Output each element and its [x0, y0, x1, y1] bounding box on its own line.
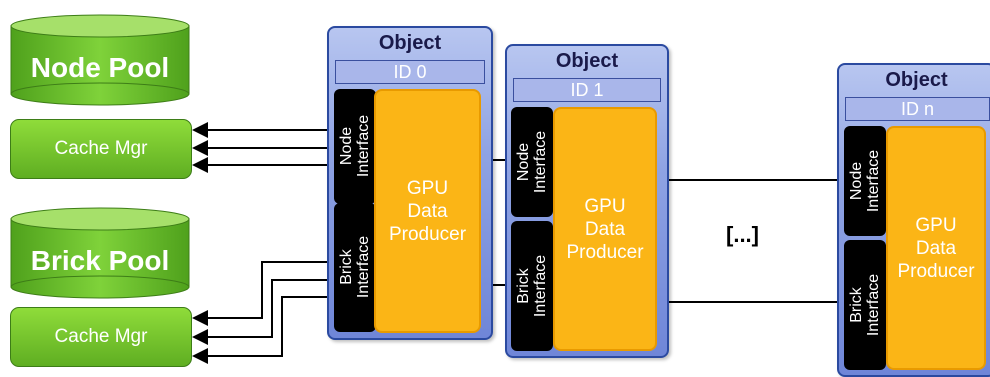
object-0-id: ID 0	[335, 60, 485, 84]
object-1-gpu-data-producer: GPU Data Producer	[553, 107, 657, 351]
brick-cache-manager: Cache Mgr	[10, 307, 192, 367]
object-1-node-interface: Node Interface	[511, 107, 553, 217]
brick-interface-label: Brick Interface	[338, 235, 372, 299]
cylinder-icon	[10, 14, 190, 106]
object-1-brick-interface: Brick Interface	[511, 221, 553, 351]
node-interface-label: Node Interface	[338, 114, 372, 178]
node-cache-manager: Cache Mgr	[10, 119, 192, 179]
brick-pool: Brick Pool	[10, 207, 190, 299]
object-1: Object ID 1 Node Interface Brick Interfa…	[505, 44, 669, 358]
object-0-title: Object	[378, 32, 442, 54]
node-interface-label: Node Interface	[515, 130, 549, 194]
object-0-brick-interface: Brick Interface	[334, 203, 376, 332]
connection-lines	[192, 122, 842, 364]
object-n-gpu-data-producer: GPU Data Producer	[886, 126, 986, 370]
object-1-id: ID 1	[513, 78, 661, 102]
object-n-title: Object	[885, 69, 948, 91]
node-pool-label: Node Pool	[30, 52, 170, 83]
object-0: Object ID 0 Node Interface Brick Interfa…	[327, 26, 493, 340]
ellipsis-label: [...]	[726, 222, 759, 247]
brick-interface-label: Brick Interface	[515, 254, 549, 318]
object-n-node-interface: Node Interface	[844, 126, 886, 236]
object-0-node-interface: Node Interface	[334, 89, 376, 204]
brick-pool-label: Brick Pool	[30, 245, 170, 276]
node-interface-label: Node Interface	[848, 149, 882, 213]
object-n: Object ID n Node Interface Brick Interfa…	[837, 63, 990, 377]
brick-interface-label: Brick Interface	[848, 273, 882, 337]
cylinder-icon	[10, 207, 190, 299]
node-pool: Node Pool	[10, 14, 190, 106]
object-n-id: ID n	[845, 97, 990, 121]
object-n-brick-interface: Brick Interface	[844, 240, 886, 370]
object-0-gpu-data-producer: GPU Data Producer	[374, 89, 481, 333]
object-1-title: Object	[555, 50, 619, 72]
